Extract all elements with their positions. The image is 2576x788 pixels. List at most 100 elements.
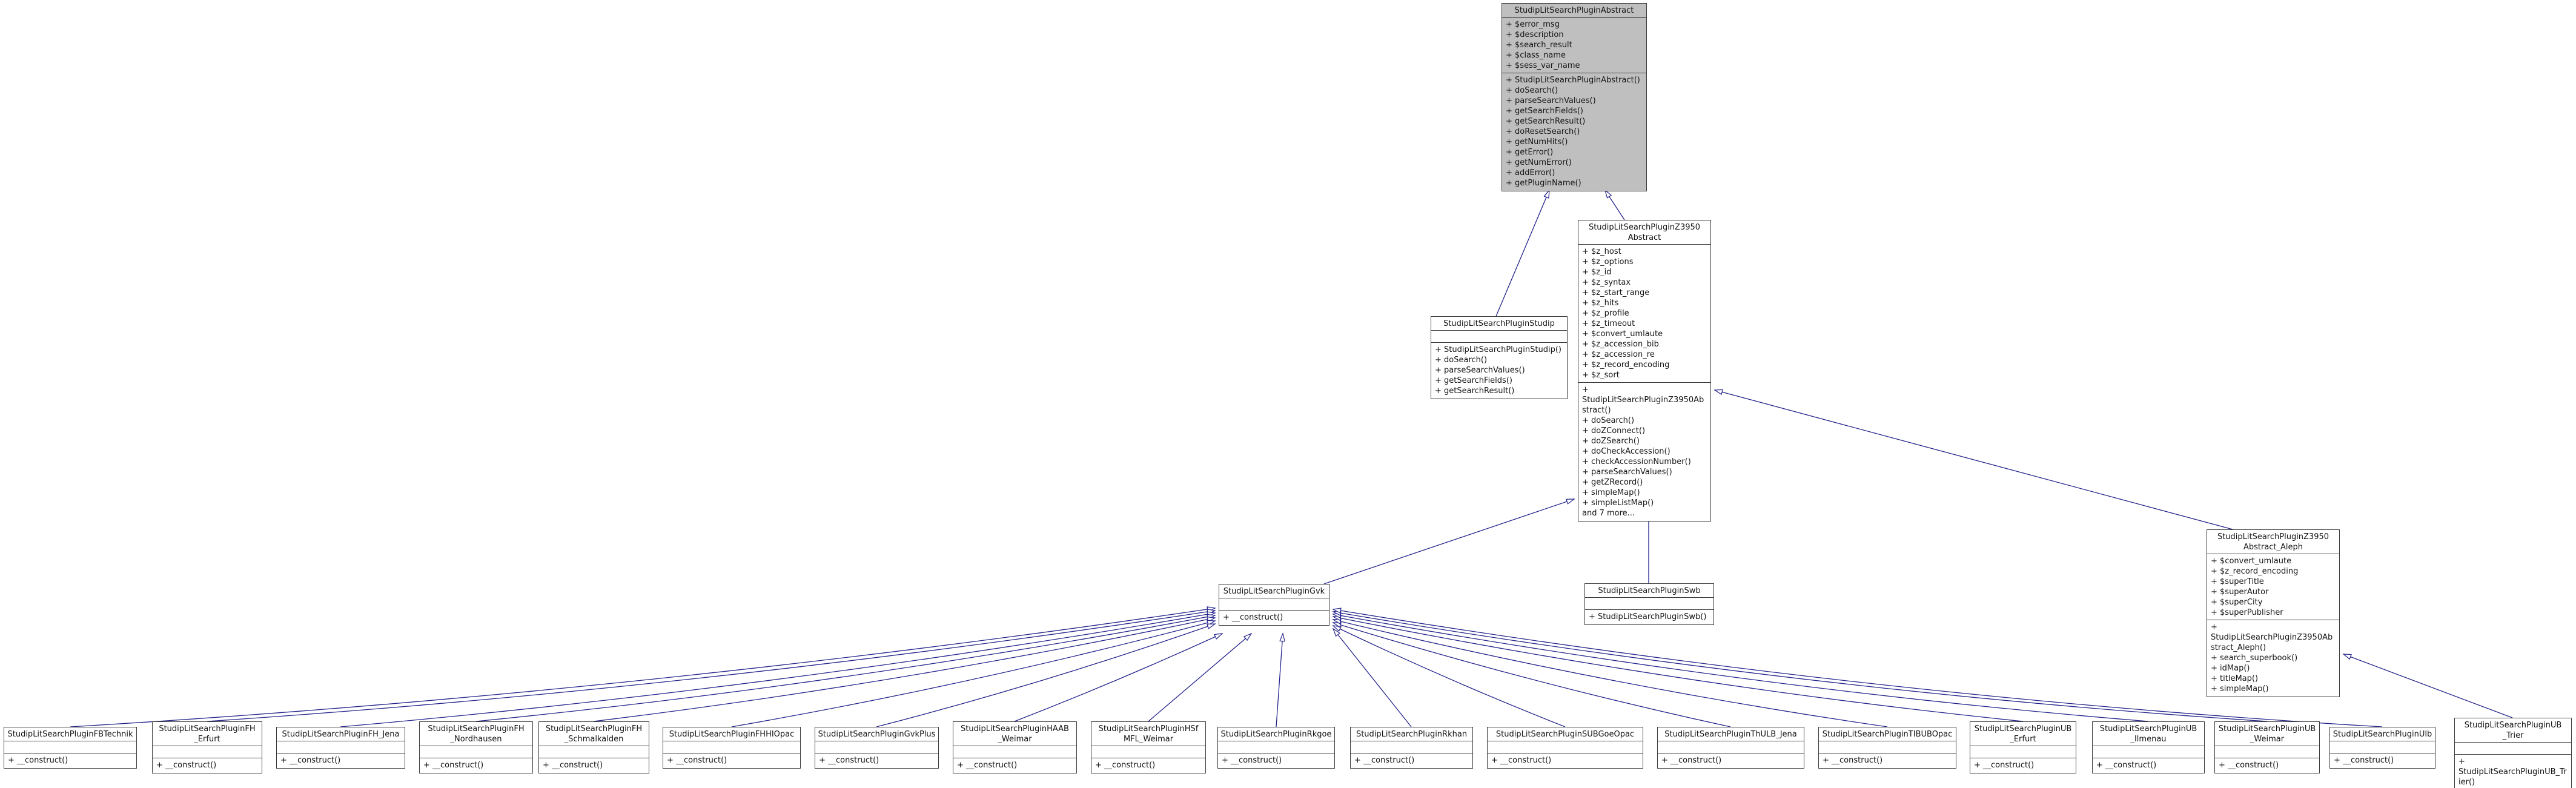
- methods-section: + StudipLitSearchPluginUB_Trier(): [2455, 755, 2571, 788]
- method-row: and 7 more...: [1582, 509, 1635, 518]
- class-node-rkhan[interactable]: StudipLitSearchPluginRkhan+ __construct(…: [1350, 727, 1473, 769]
- class-node-fh_jena[interactable]: StudipLitSearchPluginFH_Jena+ __construc…: [276, 727, 405, 769]
- inheritance-edge-fh_erfurt-to-gvk: [207, 611, 1215, 722]
- method-row: + doZSearch(): [1582, 437, 1640, 446]
- class-title: StudipLitSearchPluginRkgoe: [1218, 727, 1334, 741]
- attributes-section: [539, 746, 649, 758]
- method-row: + getSearchFields(): [1506, 107, 1583, 116]
- attributes-section: [1431, 331, 1567, 343]
- inheritance-edge-subgoeopac-to-gvk: [1333, 626, 1566, 727]
- attributes-section: [1819, 741, 1956, 753]
- class-node-gvk[interactable]: StudipLitSearchPluginGvk+ __construct(): [1219, 584, 1329, 626]
- class-title-line: _Schmalkalden: [564, 735, 624, 744]
- class-node-thulb_jena[interactable]: StudipLitSearchPluginThULB_Jena+ __const…: [1657, 727, 1804, 769]
- class-title: StudipLitSearchPluginFBTechnik: [4, 727, 136, 741]
- class-title-line: StudipLitSearchPluginUB: [1974, 724, 2072, 733]
- class-node-tibubopac[interactable]: StudipLitSearchPluginTIBUBOpac+ __constr…: [1818, 727, 1956, 769]
- class-title-line: StudipLitSearchPluginStudip: [1443, 319, 1555, 328]
- attributes-section: [663, 741, 800, 753]
- method-row: + StudipLitSearchPluginStudip(): [1435, 345, 1561, 354]
- method-row: + doSearch(): [1435, 356, 1488, 365]
- class-title-line: StudipLitSearchPluginUB: [2099, 724, 2197, 733]
- attributes-section: [2215, 746, 2319, 758]
- class-node-abstract[interactable]: StudipLitSearchPluginAbstract + $error_ms…: [1502, 3, 1647, 191]
- class-node-fh_nordhausen[interactable]: StudipLitSearchPluginFH_Nordhausen+ __co…: [419, 721, 533, 773]
- attributes-section: [815, 741, 938, 753]
- attributes-section: [1488, 741, 1643, 753]
- method-row: + __construct(): [2219, 761, 2279, 770]
- class-node-ub_weimar[interactable]: StudipLitSearchPluginUB_Weimar+ __constr…: [2214, 721, 2320, 773]
- inheritance-edge-fh_schmalkalden-to-gvk: [593, 618, 1215, 722]
- method-row: + idMap(): [2211, 664, 2250, 673]
- attribute-row: + $error_msg: [1506, 20, 1560, 29]
- method-row: + simpleMap(): [1582, 488, 1640, 497]
- methods-section: + __construct(): [539, 758, 649, 773]
- class-node-ub_trier[interactable]: StudipLitSearchPluginUB_Trier + StudipLit…: [2454, 718, 2572, 788]
- attribute-row: + $z_record_encoding: [1582, 360, 1670, 369]
- attributes-section: [1351, 741, 1472, 753]
- class-node-studip[interactable]: StudipLitSearchPluginStudip + StudipLitSe…: [1431, 316, 1568, 399]
- method-row: + doZConnect(): [1582, 426, 1646, 435]
- inheritance-edge-thulb_jena-to-gvk: [1333, 623, 1731, 727]
- class-node-haab_weimar[interactable]: StudipLitSearchPluginHAAB_Weimar+ __cons…: [953, 721, 1077, 773]
- method-row: + __construct(): [1974, 761, 2035, 770]
- inheritance-edge-ub_weimar-to-gvk: [1333, 612, 2268, 722]
- method-row: + __construct(): [1095, 761, 1156, 770]
- method-row: + getPluginName(): [1506, 179, 1581, 188]
- attributes-section: [1091, 746, 1205, 758]
- class-title-line: StudipLitSearchPluginRkhan: [1356, 730, 1468, 739]
- class-node-swb[interactable]: StudipLitSearchPluginSwb+ StudipLitSearc…: [1584, 583, 1714, 625]
- class-node-subgoeopac[interactable]: StudipLitSearchPluginSUBGoeOpac+ __const…: [1487, 727, 1643, 769]
- attribute-row: + $z_timeout: [1582, 319, 1635, 328]
- class-title: StudipLitSearchPluginAbstract: [1502, 4, 1646, 18]
- class-title-line: StudipLitSearchPluginFH: [428, 724, 525, 733]
- class-node-fh_schmalkalden[interactable]: StudipLitSearchPluginFH _Schmalkalden + __…: [538, 721, 649, 773]
- method-row: + getSearchFields(): [1435, 376, 1512, 385]
- method-row: + checkAccessionNumber(): [1582, 457, 1691, 466]
- methods-section: + StudipLitSearchPluginZ3950Abstract()+ …: [1578, 383, 1710, 521]
- inheritance-edge-haab_weimar-to-gvk: [1014, 634, 1222, 722]
- inheritance-edge-fh_jena-to-gvk: [340, 613, 1215, 727]
- attributes-section: [1219, 598, 1329, 611]
- class-node-ub_erfurt[interactable]: StudipLitSearchPluginUB_Erfurt+ __constr…: [1970, 721, 2076, 773]
- attributes-section: [953, 746, 1076, 758]
- class-node-fbtechnik[interactable]: StudipLitSearchPluginFBTechnik+ __constr…: [4, 727, 137, 769]
- class-node-ulb[interactable]: StudipLitSearchPluginUlb+ __construct(): [2329, 727, 2435, 769]
- inheritance-edge-ub_erfurt-to-gvk: [1333, 617, 2024, 722]
- class-title-line: StudipLitSearchPluginThULB_Jena: [1664, 730, 1797, 739]
- inheritance-edge-tibubopac-to-gvk: [1333, 620, 1888, 727]
- class-title: StudipLitSearchPluginFH_Jena: [277, 727, 405, 741]
- class-node-gvkplus[interactable]: StudipLitSearchPluginGvkPlus+ __construc…: [815, 727, 939, 769]
- class-title-line: StudipLitSearchPluginGvkPlus: [818, 730, 936, 739]
- class-title-line: StudipLitSearchPluginFH_Jena: [282, 730, 400, 739]
- attribute-row: + $sess_var_name: [1506, 61, 1580, 70]
- class-title: StudipLitSearchPluginUB_Trier: [2455, 718, 2571, 743]
- attribute-row: + $class_name: [1506, 51, 1566, 60]
- class-node-ub_ilmenau[interactable]: StudipLitSearchPluginUB_Ilmenau+ __const…: [2092, 721, 2205, 773]
- method-row: + __construct(): [543, 761, 603, 770]
- class-title-line: StudipLitSearchPluginSUBGoeOpac: [1495, 730, 1635, 739]
- class-node-rkgoe[interactable]: StudipLitSearchPluginRkgoe + __construct(…: [1217, 727, 1335, 769]
- inheritance-edge-fh_nordhausen-to-gvk: [475, 615, 1215, 722]
- class-title-line: StudipLitSearchPluginFH: [545, 724, 643, 733]
- attributes-section: [277, 741, 405, 753]
- attributes-section: [4, 741, 136, 753]
- inheritance-edge-gvk-to-z3950: [1323, 499, 1574, 584]
- attribute-row: + $z_accession_re: [1582, 350, 1655, 359]
- attributes-section: [420, 746, 532, 758]
- attribute-row: + $z_syntax: [1582, 278, 1631, 287]
- method-row: + getNumError(): [1506, 158, 1572, 167]
- class-node-fh_erfurt[interactable]: StudipLitSearchPluginFH_Erfurt+ __constr…: [152, 721, 262, 773]
- methods-section: + __construct(): [1218, 753, 1334, 768]
- class-title-line: Abstract_Aleph: [2243, 543, 2303, 552]
- class-node-fhhiopac[interactable]: StudipLitSearchPluginFHHIOpac+ __constru…: [663, 727, 801, 769]
- class-title-line: StudipLitSearchPluginHSf: [1098, 724, 1199, 733]
- attribute-row: + $superTitle: [2211, 577, 2264, 586]
- inheritance-edge-studip-to-abstract: [1495, 190, 1549, 317]
